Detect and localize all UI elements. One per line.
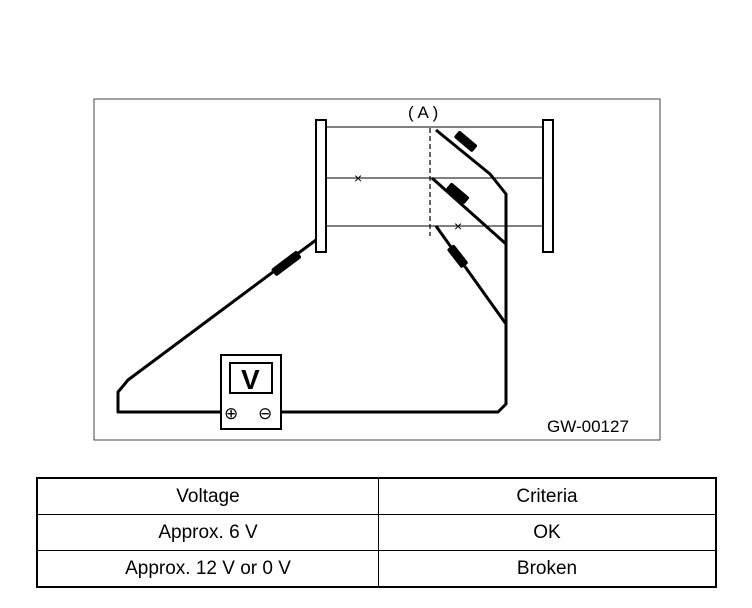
break-mark-right: ×	[454, 218, 462, 234]
voltmeter-label: V	[241, 364, 260, 395]
left-connector	[315, 119, 327, 253]
table-row: Approx. 12 V or 0 V Broken	[36, 550, 717, 588]
connector-a-label: ( A )	[408, 103, 438, 122]
voltmeter-display	[229, 362, 273, 394]
criteria-cell: Broken	[378, 550, 717, 588]
table-header-row: Voltage Criteria	[36, 477, 717, 515]
criteria-table: Voltage Criteria Approx. 6 V OK Approx. …	[36, 477, 717, 588]
criteria-cell: OK	[378, 514, 717, 551]
positive-terminal-icon: ⊕	[224, 404, 238, 423]
voltmeter: V ⊕ ⊖	[220, 354, 282, 430]
criteria-header: Criteria	[378, 477, 717, 515]
circuit-diagram: × × V ⊕ ⊖ ( A ) GW-00127	[93, 98, 661, 441]
voltage-cell: Approx. 12 V or 0 V	[36, 550, 379, 588]
voltage-header: Voltage	[36, 477, 379, 515]
right-connector	[542, 119, 554, 253]
negative-terminal-icon: ⊖	[258, 404, 272, 423]
probe-tips	[271, 131, 477, 276]
break-mark-left: ×	[354, 170, 362, 186]
table-row: Approx. 6 V OK	[36, 514, 717, 551]
test-lead-wires	[116, 128, 508, 414]
figure-frame	[93, 98, 661, 441]
voltage-cell: Approx. 6 V	[36, 514, 379, 551]
figure-code: GW-00127	[547, 417, 629, 436]
